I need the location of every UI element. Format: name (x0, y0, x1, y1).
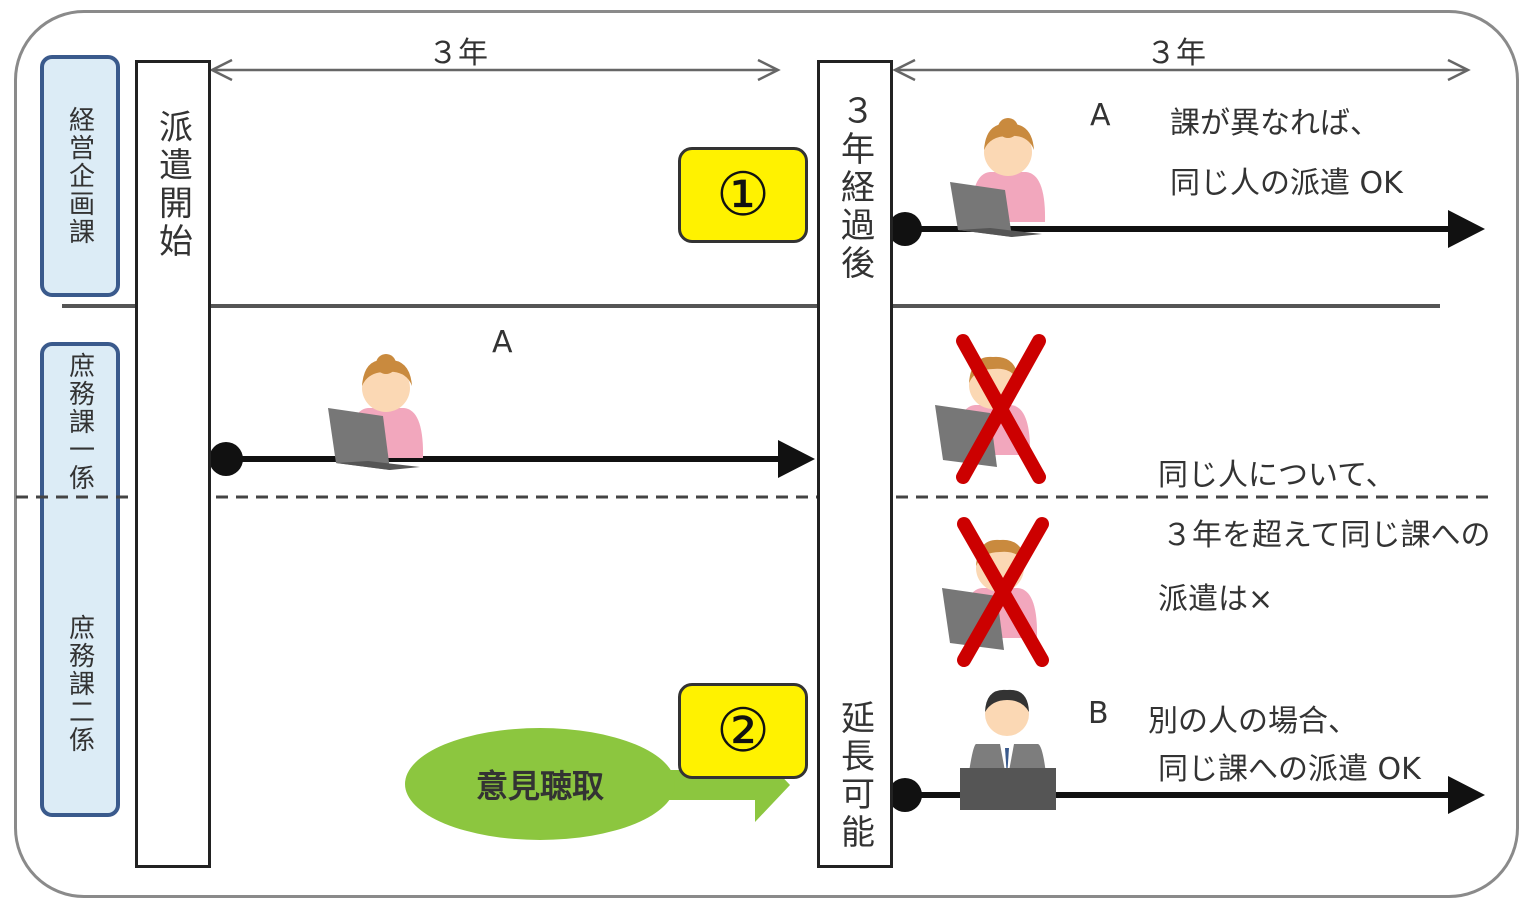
note-a-line2: 同じ人の派遣 OK (1170, 166, 1403, 201)
dept-shomu: 庶務課一係 庶務課二係 (40, 342, 120, 817)
step-badge-2: ② (678, 683, 808, 779)
dept-keiei-label: 経営企画課 (64, 106, 95, 246)
span-arrow-right (892, 58, 1471, 82)
step-badge-1: ① (678, 147, 808, 243)
after-three-years-bar: ３年経過後 (817, 60, 893, 868)
worker-woman-icon (328, 354, 424, 470)
worker-a-label-top: A (1090, 98, 1111, 133)
timeline-arrow-shomu1 (209, 440, 815, 478)
span-arrow-left (209, 58, 781, 82)
opinion-hearing-ellipse: 意見聴取 (405, 728, 675, 840)
note-b-line2: 同じ課への派遣 OK (1158, 752, 1421, 787)
extension-possible-wrap: 延長可能 (817, 700, 893, 852)
extension-possible-label: 延長可能 (834, 700, 875, 852)
worker-a-label-left: A (492, 325, 513, 360)
worker-crossed-icon (935, 334, 1046, 484)
dispatch-start-label: 派遣開始 (152, 109, 193, 261)
note-b-line1: 別の人の場合、 (1148, 704, 1358, 739)
dispatch-start-bar: 派遣開始 (135, 60, 211, 868)
dept-shomu2-label: 庶務課二係 (64, 614, 95, 754)
worker-woman-icon (950, 118, 1046, 237)
after-three-years-label: ３年経過後 (834, 93, 875, 283)
note-same-line3: 派遣は× (1158, 582, 1274, 617)
worker-man-icon (960, 689, 1056, 810)
dept-keiei-kikaku: 経営企画課 (40, 55, 120, 297)
dept-shomu1-label: 庶務課一係 (64, 352, 95, 492)
note-a-line1: 課が異なれば、 (1170, 106, 1380, 141)
span-label-right: ３年 (1146, 36, 1206, 71)
worker-b-label: B (1088, 696, 1109, 731)
note-same-line2: ３年を超えて同じ課への (1162, 518, 1491, 553)
opinion-hearing-label: 意見聴取 (475, 767, 604, 805)
span-label-left: ３年 (428, 36, 488, 71)
note-same-line1: 同じ人について、 (1158, 458, 1396, 493)
worker-crossed-icon (942, 517, 1049, 667)
